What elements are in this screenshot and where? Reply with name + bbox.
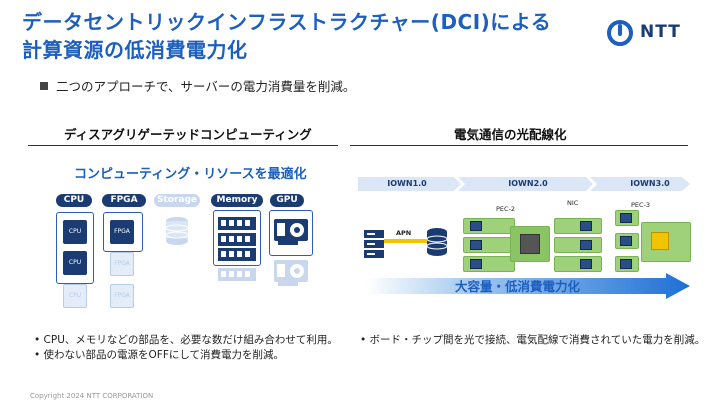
main-bullet-text: 二つのアプローチで、サーバーの電力消費量を削減。 [56,79,356,94]
board-chip-icon [470,221,482,231]
cpu-chip-off-icon: CPU [63,284,87,308]
gpu-selection-box [269,210,313,256]
right-section-heading: 電気通信の光配線化 [454,127,567,142]
fpga-selection-box [103,212,143,252]
ntt-logo: NTT [606,18,702,48]
board-chip-icon [580,259,592,269]
pec3-chip-icon [651,232,669,250]
pill-cpu: CPU [56,194,92,207]
square-bullet-icon [40,82,48,90]
left-section-divider [28,145,338,146]
left-subheading: コンピューティング・リソースを最適化 [74,167,307,182]
left-notes: • CPU、メモリなどの部品を、必要な数だけ組み合わせて利用。 • 使わない部品… [34,333,338,363]
board-chip-icon [470,240,482,250]
pec2-label: PEC-2 [496,205,516,213]
ntt-logo-mark-icon [607,20,633,46]
page-title-line-1: データセントリックインフラストラクチャー(DCI)による [22,10,552,34]
center-chip-icon [520,234,540,254]
main-bullet: 二つのアプローチで、サーバーの電力消費量を削減。 [40,76,355,95]
board-chip-icon [470,259,482,269]
pill-fpga: FPGA [102,194,146,207]
cpu-chip-icon: CPU [63,251,87,275]
ntt-logo-text: NTT [640,22,681,42]
fpga-chip-off-icon: FPGA [110,252,134,276]
nic-label: NIC [567,199,579,207]
gpu-card-off-icon [274,260,308,286]
copyright: Copyright 2024 NTT CORPORATION [30,392,154,400]
board-chip-icon [580,240,592,250]
pill-storage: Storage [154,194,200,207]
board-chip-icon [620,213,632,223]
board-chip-icon [620,236,632,246]
cpu-selection-box [56,212,94,284]
nic-board [554,237,602,253]
pec3-label: PEC-3 [631,201,651,209]
memory-module-off-icon [218,268,256,281]
stage-iown1: IOWN1.0 [387,179,427,188]
capacity-arrow [366,273,690,299]
stage-iown2: IOWN2.0 [508,179,548,188]
fpga-chip-off-icon: FPGA [110,284,134,308]
server-rack-icon [364,230,384,258]
left-note-2: • 使わない部品の電源をOFFにして消費電力を削減。 [34,349,285,361]
database-icon [426,228,448,256]
memory-module-icon [218,217,256,261]
stage-iown3: IOWN3.0 [630,179,670,188]
nic-board [554,218,602,234]
fpga-chip-icon: FPGA [110,220,134,244]
memory-selection-box [213,210,261,266]
nic-board [554,256,602,272]
page-title-line-2: 計算資源の低消費電力化 [22,38,248,62]
cpu-chip-icon: CPU [63,220,87,244]
capacity-arrow-text: 大容量・低消費電力化 [455,279,581,294]
iown-timeline-arrow [358,177,690,191]
pill-memory: Memory [211,194,263,207]
right-section-divider [350,145,688,146]
pill-gpu: GPU [270,194,304,207]
right-notes: • ボード・チップ間を光で接続、電気配線で消費されていた電力を削減。 [360,333,705,348]
left-section-heading: ディスアグリゲーテッドコンピューティング [64,127,312,142]
gpu-card-icon [274,219,308,245]
board-chip-icon [620,259,632,269]
apn-label: APN [396,229,412,237]
right-note-1: • ボード・チップ間を光で接続、電気配線で消費されていた電力を削減。 [360,334,706,346]
storage-icon [165,217,189,245]
board-chip-icon [580,221,592,231]
page-title: データセントリックインフラストラクチャー(DCI)による 計算資源の低消費電力化 [22,8,551,64]
apn-link-line [384,239,428,243]
left-note-1: • CPU、メモリなどの部品を、必要な数だけ組み合わせて利用。 [34,334,338,346]
